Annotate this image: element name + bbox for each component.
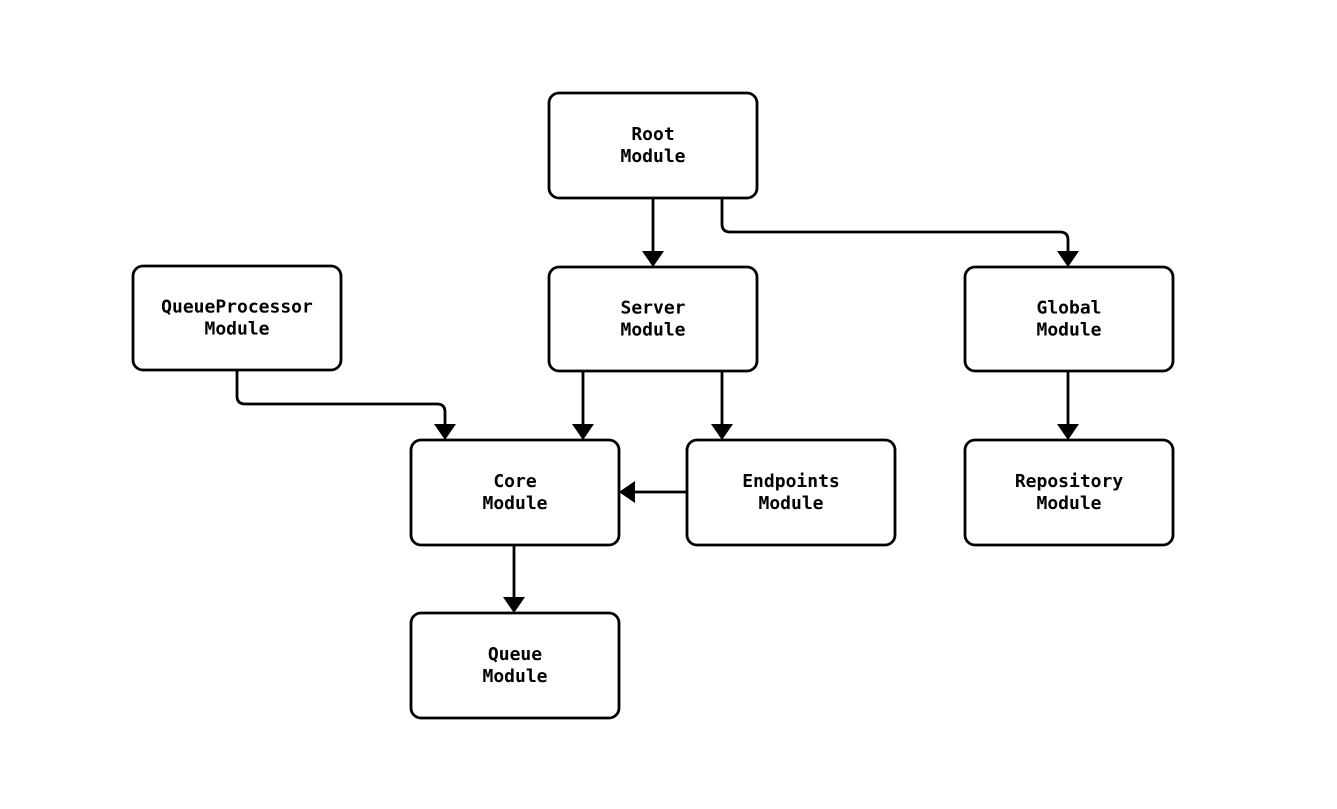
node-box-endpoints: [685, 438, 897, 547]
arrowhead-core-to-queue: [503, 597, 525, 613]
node-label-queue-line2: Module: [482, 666, 547, 687]
node-label-root-line2: Module: [620, 146, 685, 167]
arrowhead-server-to-core: [572, 424, 594, 440]
edge-root-to-global: [720, 198, 1070, 253]
node-box-queue: [409, 611, 621, 720]
node-label-queue-line1: Queue: [488, 644, 542, 665]
arrowhead-global-to-repository: [1057, 424, 1079, 440]
node-box-global: [963, 265, 1175, 373]
node-box-root: [547, 91, 759, 200]
node-label-endpoints-line2: Module: [758, 493, 823, 514]
arrowhead-root-to-global: [1057, 251, 1079, 267]
node-label-queueprocessor-line2: Module: [204, 319, 269, 340]
nodes-layer: RootModuleQueueProcessorModuleServerModu…: [131, 91, 1175, 720]
node-label-root-line1: Root: [631, 124, 674, 145]
node-label-queueprocessor-line1: QueueProcessor: [161, 297, 313, 318]
node-label-server-line1: Server: [620, 298, 685, 319]
node-box-core: [409, 438, 621, 547]
edges-layer: [235, 198, 1079, 613]
edge-queueprocessor-to-core: [235, 370, 447, 426]
arrowhead-server-to-endpoints: [711, 424, 733, 440]
arrowhead-queueprocessor-to-core: [434, 424, 456, 440]
node-label-global-line2: Module: [1036, 320, 1101, 341]
arrowhead-root-to-server: [642, 251, 664, 267]
node-label-repository-line2: Module: [1036, 493, 1101, 514]
arrowhead-endpoints-to-core: [619, 481, 635, 503]
node-box-server: [547, 265, 759, 373]
node-label-global-line1: Global: [1036, 298, 1101, 319]
node-box-queueprocessor: [131, 264, 343, 372]
node-box-repository: [963, 438, 1175, 547]
node-label-core-line2: Module: [482, 493, 547, 514]
node-label-server-line2: Module: [620, 320, 685, 341]
node-label-repository-line1: Repository: [1015, 471, 1124, 492]
node-label-endpoints-line1: Endpoints: [742, 471, 840, 492]
node-label-core-line1: Core: [493, 471, 537, 492]
